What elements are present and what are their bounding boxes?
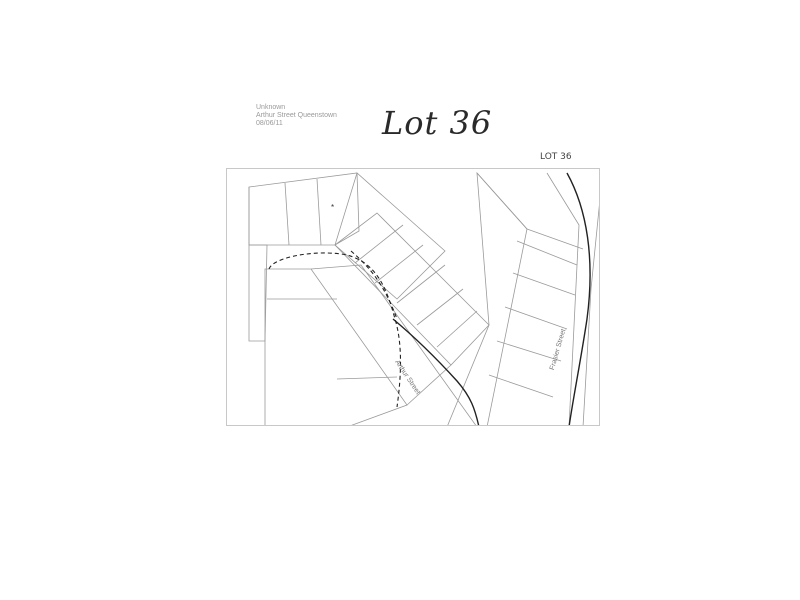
header-owner: Unknown (256, 104, 286, 111)
lot-line (516, 240, 578, 266)
road-edge (406, 364, 452, 406)
dashed-boundary-inner (350, 250, 398, 320)
lot-row-east (334, 212, 490, 366)
lot-marker: * (331, 203, 335, 212)
lot-block-right (447, 171, 528, 425)
arthur-street-centerline (392, 318, 480, 425)
lot-block-topleft (248, 172, 360, 246)
lot-line (512, 272, 576, 296)
lot-block-west (264, 268, 408, 425)
road-edge (546, 172, 580, 425)
lot-west (248, 244, 268, 342)
lot-line (416, 288, 464, 326)
road-edge (476, 172, 528, 230)
cadastral-map: * Arthur Street Frasier Street (226, 168, 600, 426)
frasier-street-centerline (566, 172, 591, 425)
header-date: 08/06/11 (256, 120, 283, 127)
document-header: Unknown Arthur Street Queenstown 08/06/1… (256, 104, 337, 128)
lot-line (354, 224, 404, 264)
map-svg (248, 171, 599, 425)
lot-triangle (334, 172, 446, 300)
lot-line (488, 374, 554, 398)
road-edge (310, 264, 477, 425)
lot-line (396, 264, 446, 304)
road-edge (582, 204, 599, 425)
lot-line (526, 228, 584, 250)
lot-line (336, 376, 398, 380)
lot-line (504, 306, 568, 330)
lot-line (374, 244, 424, 284)
map-annotation: LOT 36 (540, 152, 572, 162)
lot-line (284, 182, 290, 246)
dashed-boundary (268, 252, 402, 408)
lot-line (316, 178, 322, 246)
handwritten-lot-title: Lot 36 (382, 104, 493, 142)
lot-line (436, 310, 478, 348)
header-address: Arthur Street Queenstown (256, 112, 337, 119)
lot-line (496, 340, 562, 362)
